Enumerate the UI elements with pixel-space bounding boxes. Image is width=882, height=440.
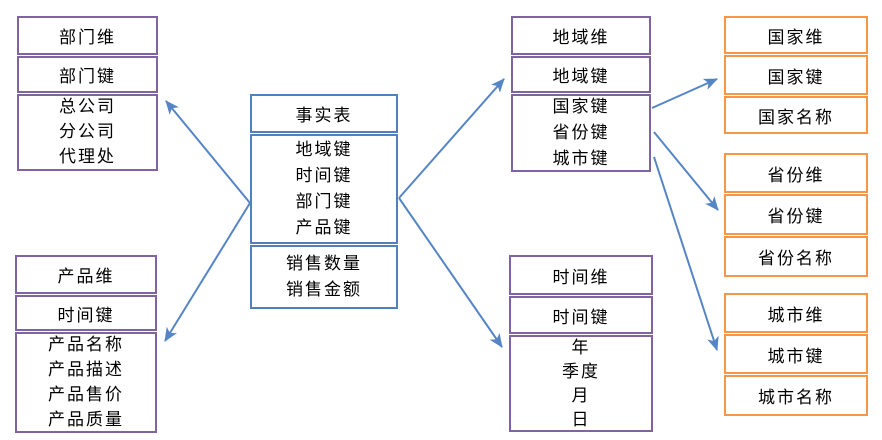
measure-row: 销售金额 — [286, 280, 362, 300]
arrow-fact-to-product — [164, 202, 251, 342]
table-province-title: 省份维 — [724, 153, 868, 193]
table-region: 地域维 地域键 国家键 省份键 城市键 — [511, 16, 651, 172]
attr-row: 日 — [571, 409, 591, 430]
attr-row: 产品售价 — [48, 384, 124, 405]
attr-row: 产品名称 — [48, 334, 124, 355]
table-region-title: 地域维 — [511, 16, 651, 55]
table-country-title: 国家维 — [724, 16, 868, 54]
attr-row: 季度 — [562, 361, 600, 382]
table-city: 城市维 城市键 城市名称 — [724, 293, 868, 416]
attr-row: 产品质量 — [48, 409, 124, 430]
table-country-name: 国家名称 — [724, 96, 868, 134]
arrow-fact-to-time — [398, 197, 503, 348]
attr-row: 城市键 — [552, 149, 610, 169]
arrow-region-to-country — [651, 78, 718, 109]
attr-row: 省份键 — [552, 123, 610, 143]
measure-row: 销售数量 — [286, 254, 362, 274]
table-product: 产品维 时间键 产品名称 产品描述 产品售价 产品质量 — [15, 255, 157, 433]
attr-row: 代理处 — [59, 147, 116, 167]
key-row: 产品键 — [295, 218, 353, 238]
table-region-key: 地域键 — [511, 56, 651, 93]
table-product-key: 时间键 — [15, 295, 157, 331]
table-department-attrs: 总公司 分公司 代理处 — [17, 94, 158, 171]
arrow-region-to-city — [653, 156, 719, 351]
attr-row: 月 — [571, 385, 591, 406]
table-province: 省份维 省份键 省份名称 — [724, 153, 868, 277]
attr-row: 国家键 — [552, 97, 610, 117]
table-province-name: 省份名称 — [724, 236, 868, 277]
table-country-key: 国家键 — [724, 55, 868, 95]
attr-row: 产品描述 — [48, 359, 124, 380]
table-time-title: 时间维 — [509, 255, 653, 295]
key-row: 时间键 — [295, 166, 353, 186]
attr-row: 分公司 — [59, 122, 116, 142]
table-city-title: 城市维 — [724, 293, 868, 333]
table-province-key: 省份键 — [724, 194, 868, 235]
table-city-key: 城市键 — [724, 334, 868, 374]
table-time: 时间维 时间键 年 季度 月 日 — [509, 255, 653, 432]
table-department-title: 部门维 — [17, 16, 158, 55]
key-row: 地域键 — [295, 140, 353, 160]
arrow-fact-to-region — [398, 78, 505, 199]
table-department: 部门维 部门键 总公司 分公司 代理处 — [17, 16, 158, 171]
table-fact-measures: 销售数量 销售金额 — [250, 245, 398, 309]
attr-row: 总公司 — [59, 97, 116, 117]
table-fact-keys: 地域键 时间键 部门键 产品键 — [250, 134, 398, 244]
table-fact: 事实表 地域键 时间键 部门键 产品键 销售数量 销售金额 — [250, 94, 398, 309]
attr-row: 年 — [571, 337, 591, 358]
arrow-fact-to-department — [165, 100, 251, 204]
table-department-key: 部门键 — [17, 56, 158, 93]
table-product-title: 产品维 — [15, 255, 157, 294]
table-region-attrs: 国家键 省份键 城市键 — [511, 94, 651, 172]
table-fact-title: 事实表 — [250, 94, 398, 133]
table-country: 国家维 国家键 国家名称 — [724, 16, 868, 134]
table-city-name: 城市名称 — [724, 375, 868, 416]
table-product-attrs: 产品名称 产品描述 产品售价 产品质量 — [15, 332, 157, 433]
key-row: 部门键 — [295, 192, 353, 212]
table-time-key: 时间键 — [509, 296, 653, 334]
table-time-attrs: 年 季度 月 日 — [509, 335, 653, 432]
arrow-region-to-province — [653, 131, 719, 211]
